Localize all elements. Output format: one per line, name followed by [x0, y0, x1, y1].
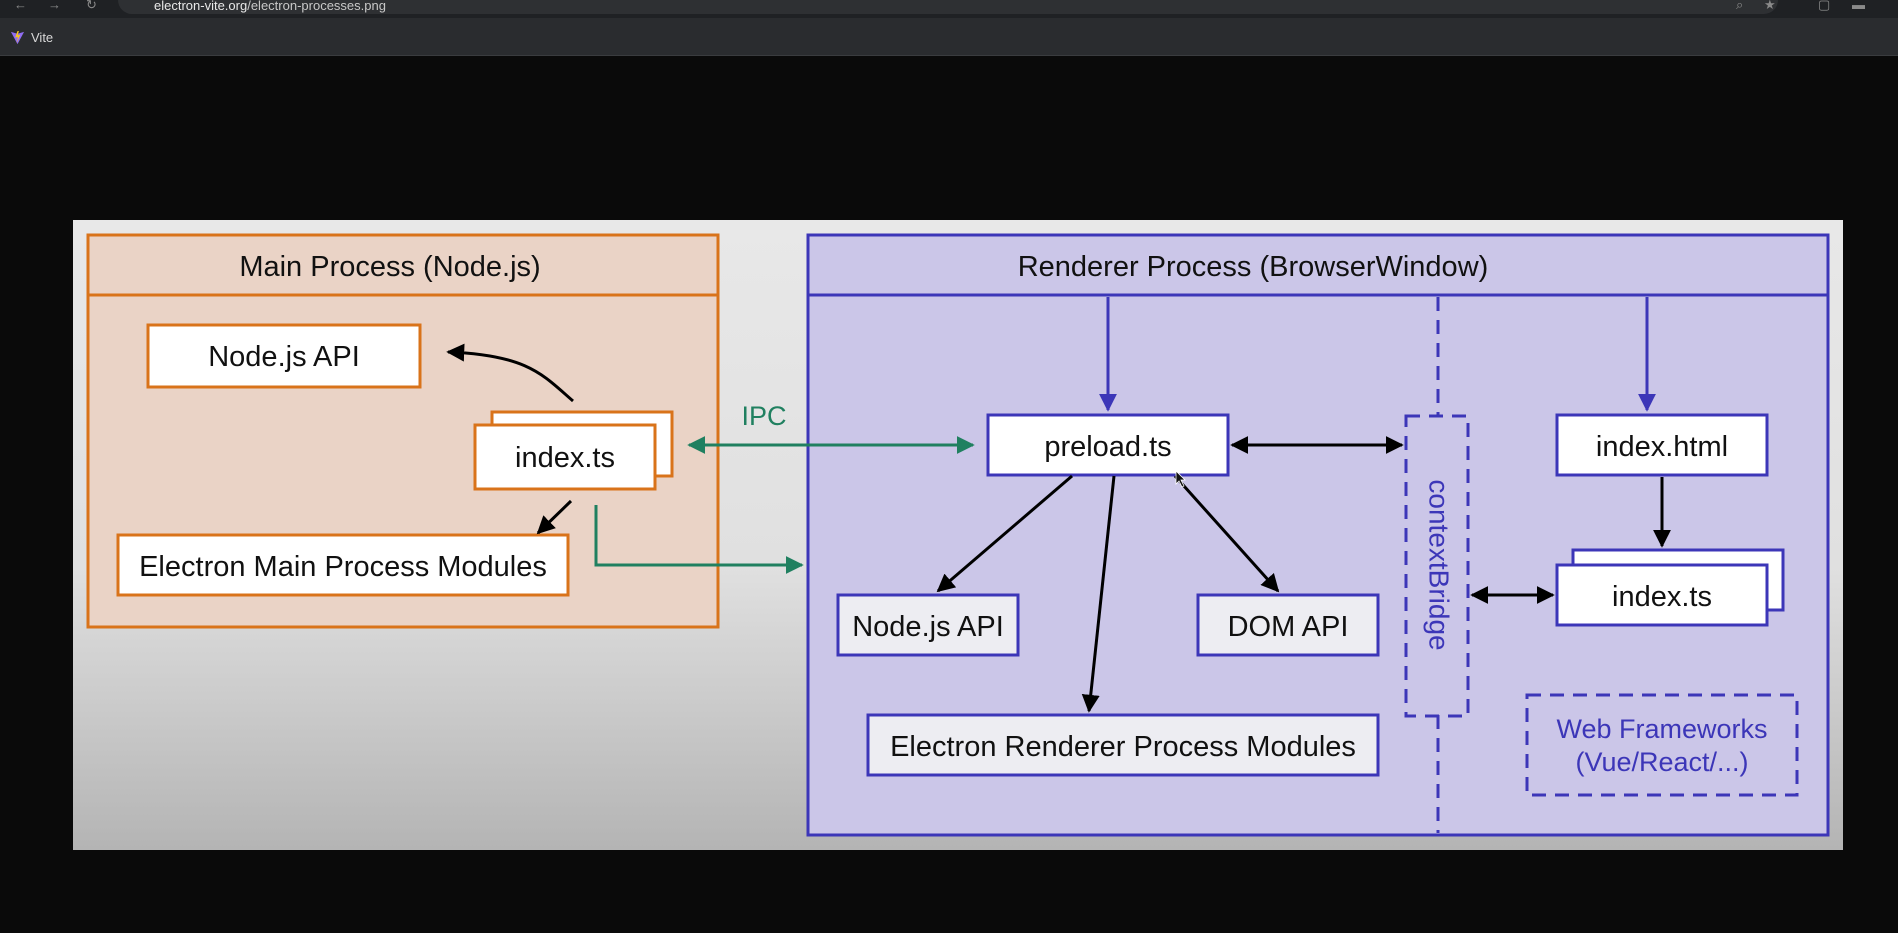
main-node-api-box — [146, 323, 422, 389]
preload-box — [986, 413, 1230, 477]
dom-api-box — [1196, 593, 1380, 657]
vite-logo-icon — [10, 30, 25, 44]
renderer-modules-box — [866, 713, 1380, 777]
browser-toolbar: ← → ↻ electron-vite.org/electron-process… — [0, 0, 1898, 18]
arrow-preload-to-dom-api — [1173, 474, 1280, 593]
bookmarks-bar: Vite — [0, 18, 1898, 56]
electron-processes-image: Main Process (Node.js) Node.js API index… — [73, 220, 1843, 850]
web-frameworks-line2: (Vue/React/...) — [1575, 747, 1748, 777]
main-process-panel: Main Process (Node.js) Node.js API index… — [86, 233, 720, 629]
zoom-icon[interactable]: ⌕ — [1736, 0, 1744, 12]
dom-api-label: DOM API — [1228, 611, 1349, 643]
main-index-label: index.ts — [515, 442, 615, 474]
context-bridge-label: contextBridge — [1424, 479, 1455, 650]
renderer-process-panel: Renderer Process (BrowserWindow) preload… — [806, 233, 1830, 837]
arrow-preload-to-renderer-modules — [1081, 475, 1116, 713]
context-bridge-box — [1404, 414, 1470, 718]
renderer-index-label: index.ts — [1612, 581, 1712, 613]
address-text: electron-vite.org/electron-processes.png — [154, 0, 386, 13]
main-node-api-label: Node.js API — [208, 341, 360, 373]
mouse-cursor-icon — [1175, 470, 1186, 488]
index-html-box — [1555, 413, 1769, 477]
back-icon[interactable]: ← — [14, 0, 27, 12]
process-diagram: Main Process (Node.js) Node.js API index… — [86, 233, 1830, 837]
renderer-process-title: Renderer Process (BrowserWindow) — [1018, 251, 1489, 283]
profile-icon[interactable]: ▬ — [1852, 0, 1865, 12]
web-frameworks-line1: Web Frameworks — [1556, 714, 1767, 744]
bookmark-label: Vite — [31, 29, 54, 45]
index-html-label: index.html — [1596, 431, 1728, 463]
renderer-node-api-label: Node.js API — [852, 611, 1004, 643]
arrow-index-to-node-api — [446, 343, 574, 403]
preload-label: preload.ts — [1044, 431, 1171, 463]
arrow-preload-to-node-api — [936, 474, 1073, 593]
ipc-label: IPC — [741, 401, 786, 431]
main-to-renderer-arrow — [594, 505, 804, 574]
bookmark-vite[interactable]: Vite — [10, 27, 53, 47]
arrow-index-to-main-modules — [536, 499, 573, 535]
star-icon[interactable]: ★ — [1764, 0, 1776, 12]
renderer-node-api-box — [836, 593, 1020, 657]
reload-icon[interactable]: ↻ — [86, 0, 97, 12]
main-process-title: Main Process (Node.js) — [239, 251, 540, 283]
main-modules-box — [116, 533, 570, 597]
extensions-icon[interactable]: ▢ — [1818, 0, 1831, 12]
web-frameworks-box — [1525, 693, 1799, 797]
renderer-index-box — [1555, 563, 1769, 627]
main-index-box — [473, 423, 657, 491]
forward-icon[interactable]: → — [48, 0, 61, 12]
main-modules-label: Electron Main Process Modules — [139, 551, 547, 583]
renderer-modules-label: Electron Renderer Process Modules — [890, 731, 1356, 763]
address-bar[interactable]: electron-vite.org/electron-processes.png — [118, 0, 1778, 14]
